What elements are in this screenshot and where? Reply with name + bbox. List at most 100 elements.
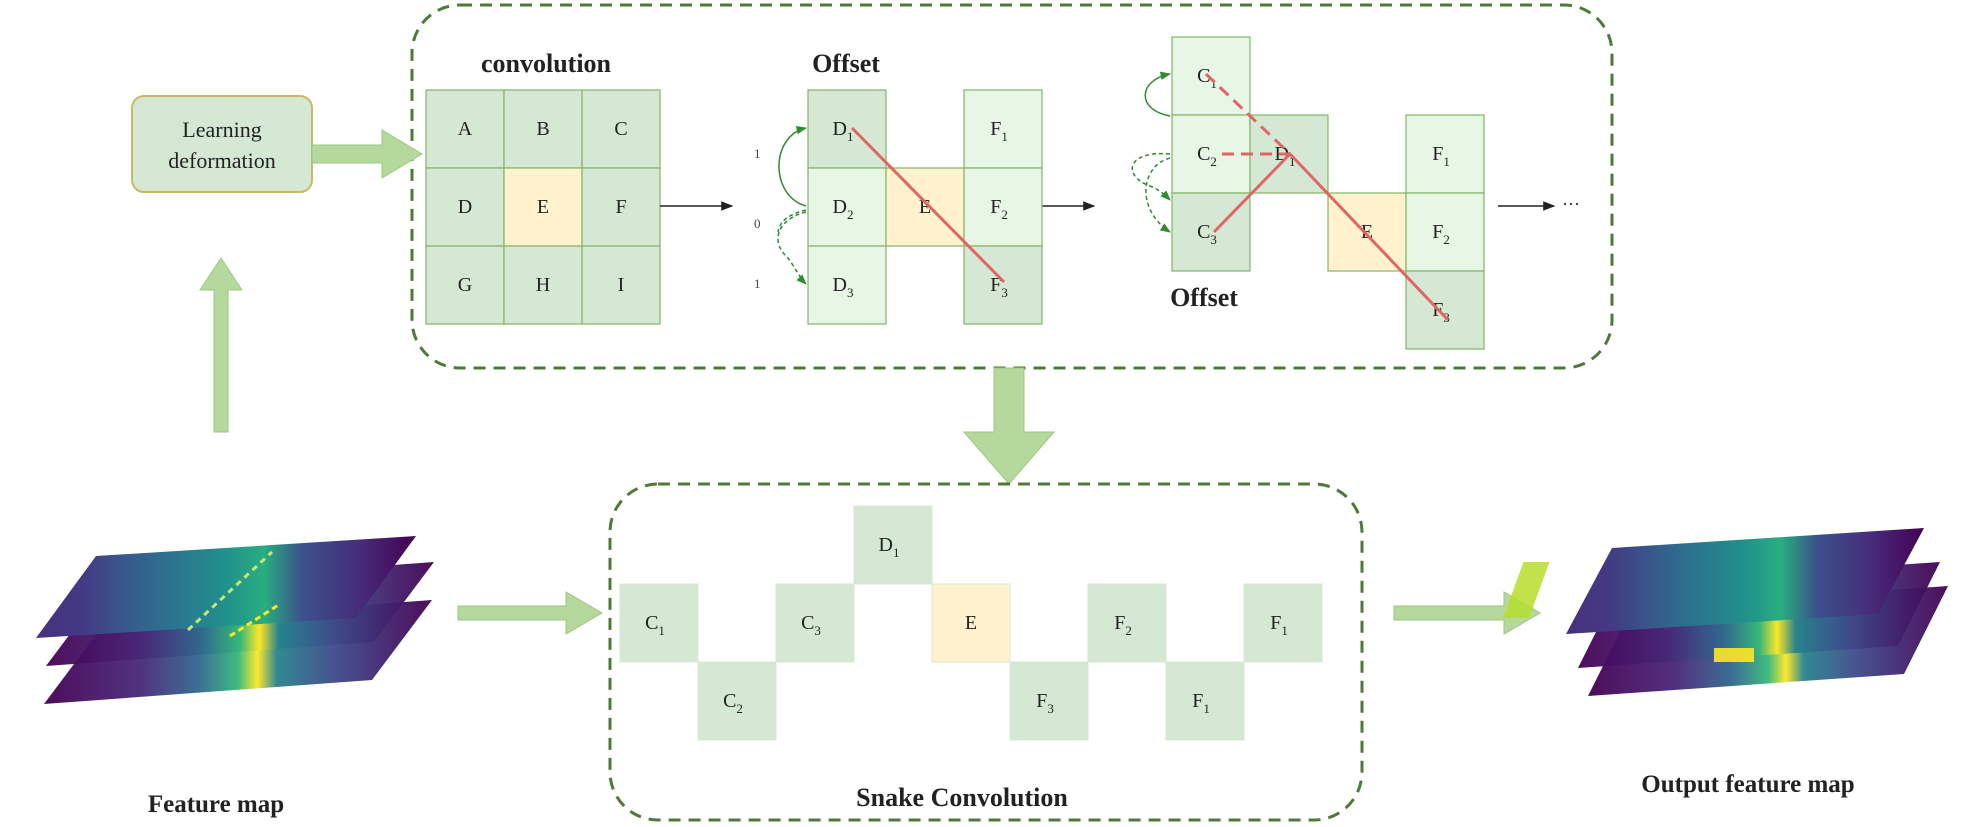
snake-cell-6-box bbox=[1009, 661, 1089, 741]
big-arrow-snake-to-output bbox=[1393, 591, 1541, 635]
snake-cell-8: F1 bbox=[1165, 661, 1245, 741]
offset2-f2: F2 bbox=[1405, 192, 1485, 272]
snake-cell-2-box bbox=[697, 661, 777, 741]
output-layer-1 bbox=[1566, 528, 1924, 634]
offset2-red-path-main bbox=[1288, 152, 1450, 322]
offset1-d2-box bbox=[807, 167, 887, 247]
snake-cell-2-subscript: 2 bbox=[736, 701, 743, 716]
offset2-c3: C3 bbox=[1171, 192, 1251, 272]
snake-cell-4: D1 bbox=[853, 505, 933, 585]
learning-deformation-box: Learning deformation bbox=[131, 95, 313, 193]
conv-cell-c-label: C bbox=[614, 118, 627, 140]
offset1-d3: D3 bbox=[807, 245, 887, 325]
offset1-d1-subscript: 1 bbox=[847, 129, 854, 144]
offset2-c2-subscript: 2 bbox=[1210, 154, 1217, 169]
conv-cell-b-label: B bbox=[536, 118, 549, 140]
offset2-kernel: C1C2C3D1EF1F2F3 bbox=[1131, 36, 1485, 350]
offset1-number-2: 0 bbox=[754, 216, 761, 231]
snake-cell-7: F2 bbox=[1087, 583, 1167, 663]
offset2-f2-subscript: 2 bbox=[1443, 232, 1450, 247]
conv-cell-i-box bbox=[581, 245, 661, 325]
conv-cell-e-box bbox=[503, 167, 583, 247]
offset2-title: Offset bbox=[1170, 283, 1238, 312]
conv-cell-b: B bbox=[503, 89, 583, 169]
feature-map-stack bbox=[36, 536, 434, 704]
offset2-f1: F1 bbox=[1405, 114, 1485, 194]
output-feature-map-label: Output feature map bbox=[1641, 771, 1854, 798]
offset2-red-path-c1 bbox=[1204, 72, 1292, 156]
feature-map-highlight bbox=[186, 550, 274, 632]
offset2-d1-subscript: 1 bbox=[1289, 154, 1296, 169]
offset1-arrow-stay bbox=[777, 209, 807, 233]
offset1-d1: D1 bbox=[807, 89, 887, 169]
offset2-c3-subscript: 3 bbox=[1210, 232, 1217, 247]
offset1-f3: F3 bbox=[963, 245, 1043, 325]
deformation-panel-border bbox=[410, 3, 1614, 370]
offset1-e-box bbox=[885, 167, 965, 247]
snake-cell-7-box bbox=[1087, 583, 1167, 663]
feature-map-label: Feature map bbox=[148, 791, 284, 818]
snake-cell-9-box bbox=[1243, 583, 1323, 663]
offset1-e-label: E bbox=[919, 196, 931, 218]
conv-cell-a: A bbox=[425, 89, 505, 169]
offset1-f1-subscript: 1 bbox=[1001, 129, 1008, 144]
snake-cell-4-subscript: 1 bbox=[893, 545, 900, 560]
offset2-f1-box bbox=[1405, 114, 1485, 194]
snake-cell-5: E bbox=[931, 583, 1011, 663]
offset2-c2: C2 bbox=[1171, 114, 1251, 194]
big-arrow-down-to-snake bbox=[962, 367, 1056, 485]
snake-cell-1: C1 bbox=[619, 583, 699, 663]
conv-cell-a-label: A bbox=[458, 118, 473, 140]
big-arrow-up-from-feature-map bbox=[199, 257, 243, 433]
offset2-red-path-c3 bbox=[1212, 152, 1292, 234]
conv-cell-h-box bbox=[503, 245, 583, 325]
convolution-title: convolution bbox=[481, 49, 612, 78]
offset1-f2: F2 bbox=[963, 167, 1043, 247]
offset2-c3-box bbox=[1171, 192, 1251, 272]
snake-cell-5-box bbox=[931, 583, 1011, 663]
offset1-title: Offset bbox=[812, 49, 880, 78]
offset2-c1-subscript: 1 bbox=[1210, 76, 1217, 91]
conv-cell-h: H bbox=[503, 245, 583, 325]
snake-cell-9-subscript: 1 bbox=[1281, 623, 1288, 638]
snake-cell-3: C3 bbox=[775, 583, 855, 663]
offset1-f2-subscript: 2 bbox=[1001, 207, 1008, 222]
snake-cell-2: C2 bbox=[697, 661, 777, 741]
conv-cell-g: G bbox=[425, 245, 505, 325]
offset2-f1-subscript: 1 bbox=[1443, 154, 1450, 169]
feature-map-layer-1 bbox=[36, 536, 416, 638]
learning-deformation-line1: Learning bbox=[182, 117, 261, 142]
conv-cell-d: D bbox=[425, 167, 505, 247]
offset1-number-3: 1 bbox=[754, 276, 761, 291]
snake-cell-1-subscript: 1 bbox=[658, 623, 665, 638]
snake-cell-3-box bbox=[775, 583, 855, 663]
offset1-d2-subscript: 2 bbox=[847, 207, 854, 222]
offset2-f3-box bbox=[1405, 270, 1485, 350]
big-arrow-right-to-convolution bbox=[311, 129, 423, 179]
offset2-f2-box bbox=[1405, 192, 1485, 272]
conv-cell-i-label: I bbox=[618, 274, 625, 296]
snake-panel-border bbox=[608, 482, 1364, 822]
snake-cell-8-subscript: 1 bbox=[1203, 701, 1210, 716]
offset2-arrow-3 bbox=[1145, 157, 1171, 233]
output-highlight-2 bbox=[1714, 648, 1754, 662]
learning-deformation-line2: deformation bbox=[168, 148, 276, 173]
offset1-arrow-up bbox=[778, 125, 808, 207]
snake-cell-4-box bbox=[853, 505, 933, 585]
offset1-f1-box bbox=[963, 89, 1043, 169]
big-arrow-feature-map-to-snake bbox=[457, 591, 603, 635]
conv-cell-c-box bbox=[581, 89, 661, 169]
offset1-d3-subscript: 3 bbox=[847, 285, 854, 300]
conv-cell-f-box bbox=[581, 167, 661, 247]
output-feature-map-stack bbox=[1503, 528, 1948, 696]
snake-cell-8-box bbox=[1165, 661, 1245, 741]
output-highlight bbox=[1503, 562, 1550, 618]
offset1-d2: D2 bbox=[807, 167, 887, 247]
snake-cell-9: F1 bbox=[1243, 583, 1323, 663]
conv-cell-h-label: H bbox=[536, 274, 550, 296]
snake-cell-7-subscript: 2 bbox=[1125, 623, 1132, 638]
